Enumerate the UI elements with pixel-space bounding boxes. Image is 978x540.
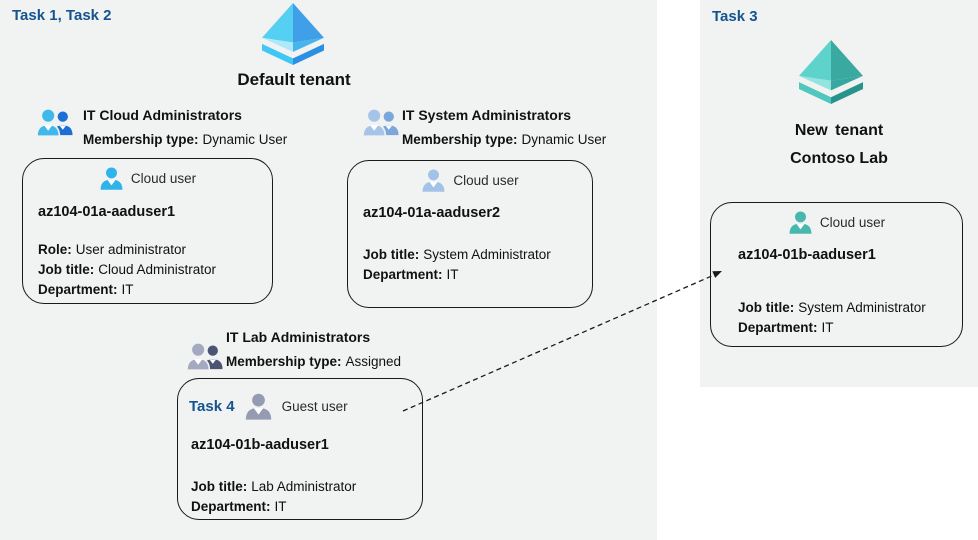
attr-job-title: Job title:Lab Administrator: [191, 479, 357, 494]
task-label-3: Task 3: [712, 8, 758, 25]
group-membership: Membership type:Dynamic User: [83, 132, 288, 147]
user-card-aaduser2: Cloud user az104-01a-aaduser2 Job title:…: [347, 160, 593, 308]
card-header: Cloud user: [348, 168, 592, 192]
user-group-icon: [36, 108, 73, 137]
front-person: [362, 108, 387, 137]
attr-department: Department:IT: [38, 282, 134, 297]
cloud-user-icon: [422, 169, 445, 192]
guest-user-icon: [245, 393, 271, 420]
username: az104-01a-aaduser2: [363, 205, 501, 221]
attr-department: Department:IT: [738, 320, 834, 335]
group-name: IT System Administrators: [402, 107, 572, 123]
task-label-4: Task 4: [189, 397, 235, 415]
attr-role: Role:User administrator: [38, 242, 187, 257]
user-attributes: Job title:System Administrator Departmen…: [363, 245, 551, 285]
attr-department: Department:IT: [363, 267, 459, 282]
tenant-title-default: Default tenant: [237, 70, 351, 89]
group-membership: Membership type:Assigned: [226, 354, 402, 369]
attr-department: Department:IT: [191, 499, 287, 514]
user-card-guest-aaduser1: Task 4 Guest user az104-01b-aaduser1 Job…: [177, 378, 423, 520]
azure-ad-new-tenant-icon: [799, 40, 863, 104]
attr-job-title: Job title:System Administrator: [363, 247, 551, 262]
front-person: [36, 108, 61, 137]
user-type-label: Cloud user: [453, 172, 519, 188]
card-header: Cloud user: [711, 210, 962, 234]
group-membership: Membership type:Dynamic User: [402, 132, 607, 147]
user-attributes: Job title:System Administrator Departmen…: [738, 298, 926, 338]
cloud-user-icon: [789, 211, 812, 234]
group-name: IT Cloud Administrators: [83, 107, 242, 123]
group-name: IT Lab Administrators: [226, 329, 371, 345]
user-type-label: Guest user: [281, 398, 348, 414]
tenant-title-new-line1: New tenant: [794, 122, 884, 139]
user-card-new-tenant-aaduser1: Cloud user az104-01b-aaduser1 Job title:…: [710, 202, 963, 347]
front-person: [186, 342, 211, 371]
username: az104-01b-aaduser1: [738, 247, 876, 263]
card-header: Cloud user: [23, 166, 272, 190]
azure-ad-tenant-icon: [262, 3, 324, 65]
username: az104-01b-aaduser1: [191, 437, 329, 453]
default-tenant-panel: Task 1, Task 2 Default tenant: [0, 0, 657, 540]
user-attributes: Job title:Lab Administrator Department:I…: [191, 477, 356, 517]
user-type-label: Cloud user: [819, 214, 886, 230]
card-header: Task 4 Guest user: [189, 392, 348, 420]
user-attributes: Role:User administrator Job title:Cloud …: [38, 240, 216, 300]
username: az104-01a-aaduser1: [38, 204, 176, 220]
attr-job-title: Job title:Cloud Administrator: [38, 262, 217, 277]
user-group-icon: [362, 108, 399, 137]
tenant-title-new-line2: Contoso Lab: [790, 150, 888, 167]
task-label-1-2: Task 1, Task 2: [12, 7, 112, 24]
user-group-icon: [186, 342, 223, 371]
user-type-label: Cloud user: [130, 170, 197, 186]
user-card-aaduser1: Cloud user az104-01a-aaduser1 Role:User …: [22, 158, 273, 304]
attr-job-title: Job title:System Administrator: [738, 300, 926, 315]
cloud-user-icon: [100, 167, 123, 190]
new-tenant-panel: Task 3 New tenant Contoso Lab Cloud user…: [700, 0, 978, 387]
